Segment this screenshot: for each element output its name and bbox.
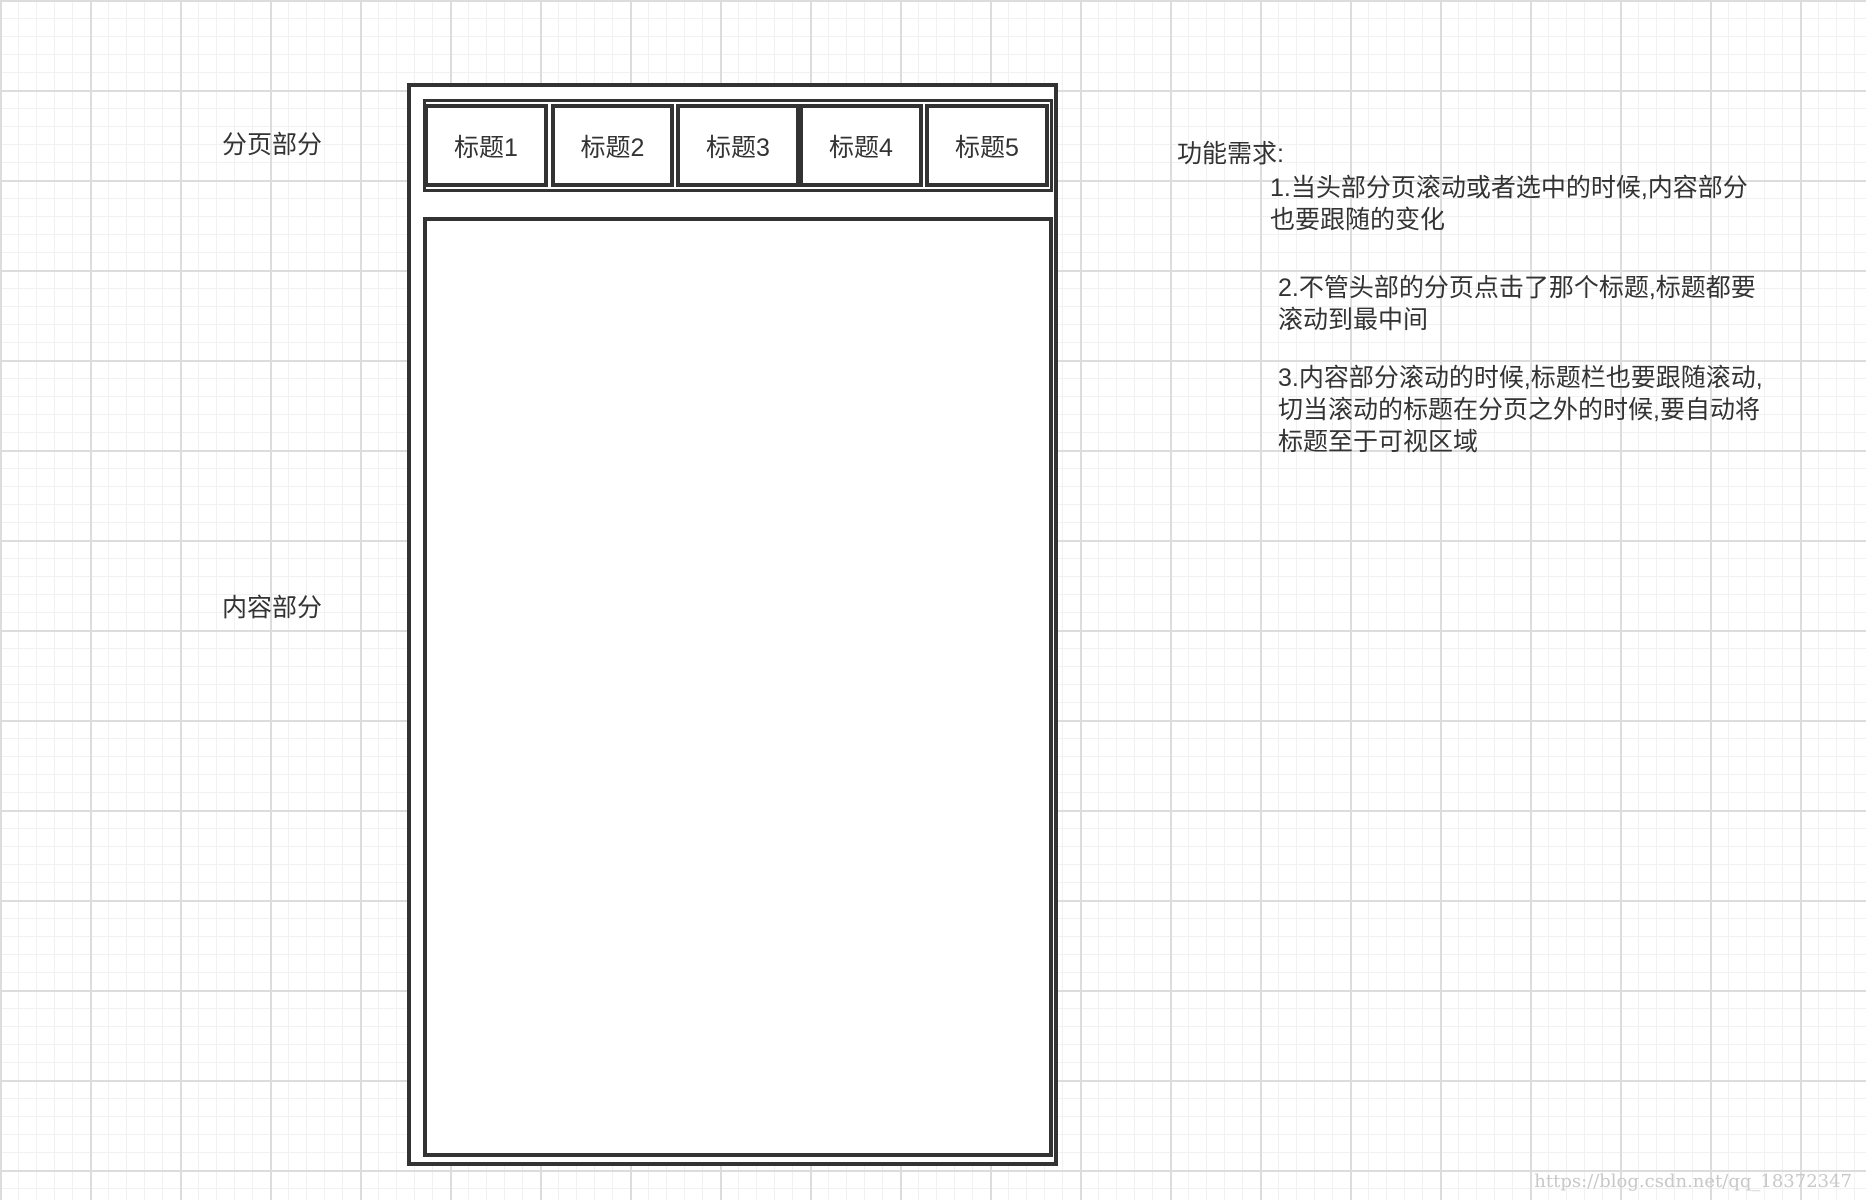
content-section-label: 内容部分 xyxy=(222,594,323,622)
tab-3[interactable]: 标题3 xyxy=(676,104,800,187)
phone-frame: 标题1 标题2 标题3 标题4 标题5 xyxy=(407,83,1058,1166)
tab-4[interactable]: 标题4 xyxy=(799,104,923,187)
requirement-item: 1.当头部分页滚动或者选中的时候,内容部分也要跟随的变化 xyxy=(1270,174,1748,234)
tab-2[interactable]: 标题2 xyxy=(551,104,674,187)
content-area[interactable] xyxy=(423,217,1053,1157)
requirements-heading: 功能需求: xyxy=(1177,140,1284,168)
requirement-item: 3.内容部分滚动的时候,标题栏也要跟随滚动,切当滚动的标题在分页之外的时候,要自… xyxy=(1278,364,1763,456)
watermark: https://blog.csdn.net/qq_18372347 xyxy=(1534,1171,1852,1192)
tab-5[interactable]: 标题5 xyxy=(925,104,1049,187)
tab-1[interactable]: 标题1 xyxy=(424,104,548,187)
requirement-item: 2.不管头部的分页点击了那个标题,标题都要滚动到最中间 xyxy=(1278,274,1756,334)
tab-bar: 标题1 标题2 标题3 标题4 标题5 xyxy=(423,99,1053,192)
tab-section-label: 分页部分 xyxy=(222,131,323,159)
